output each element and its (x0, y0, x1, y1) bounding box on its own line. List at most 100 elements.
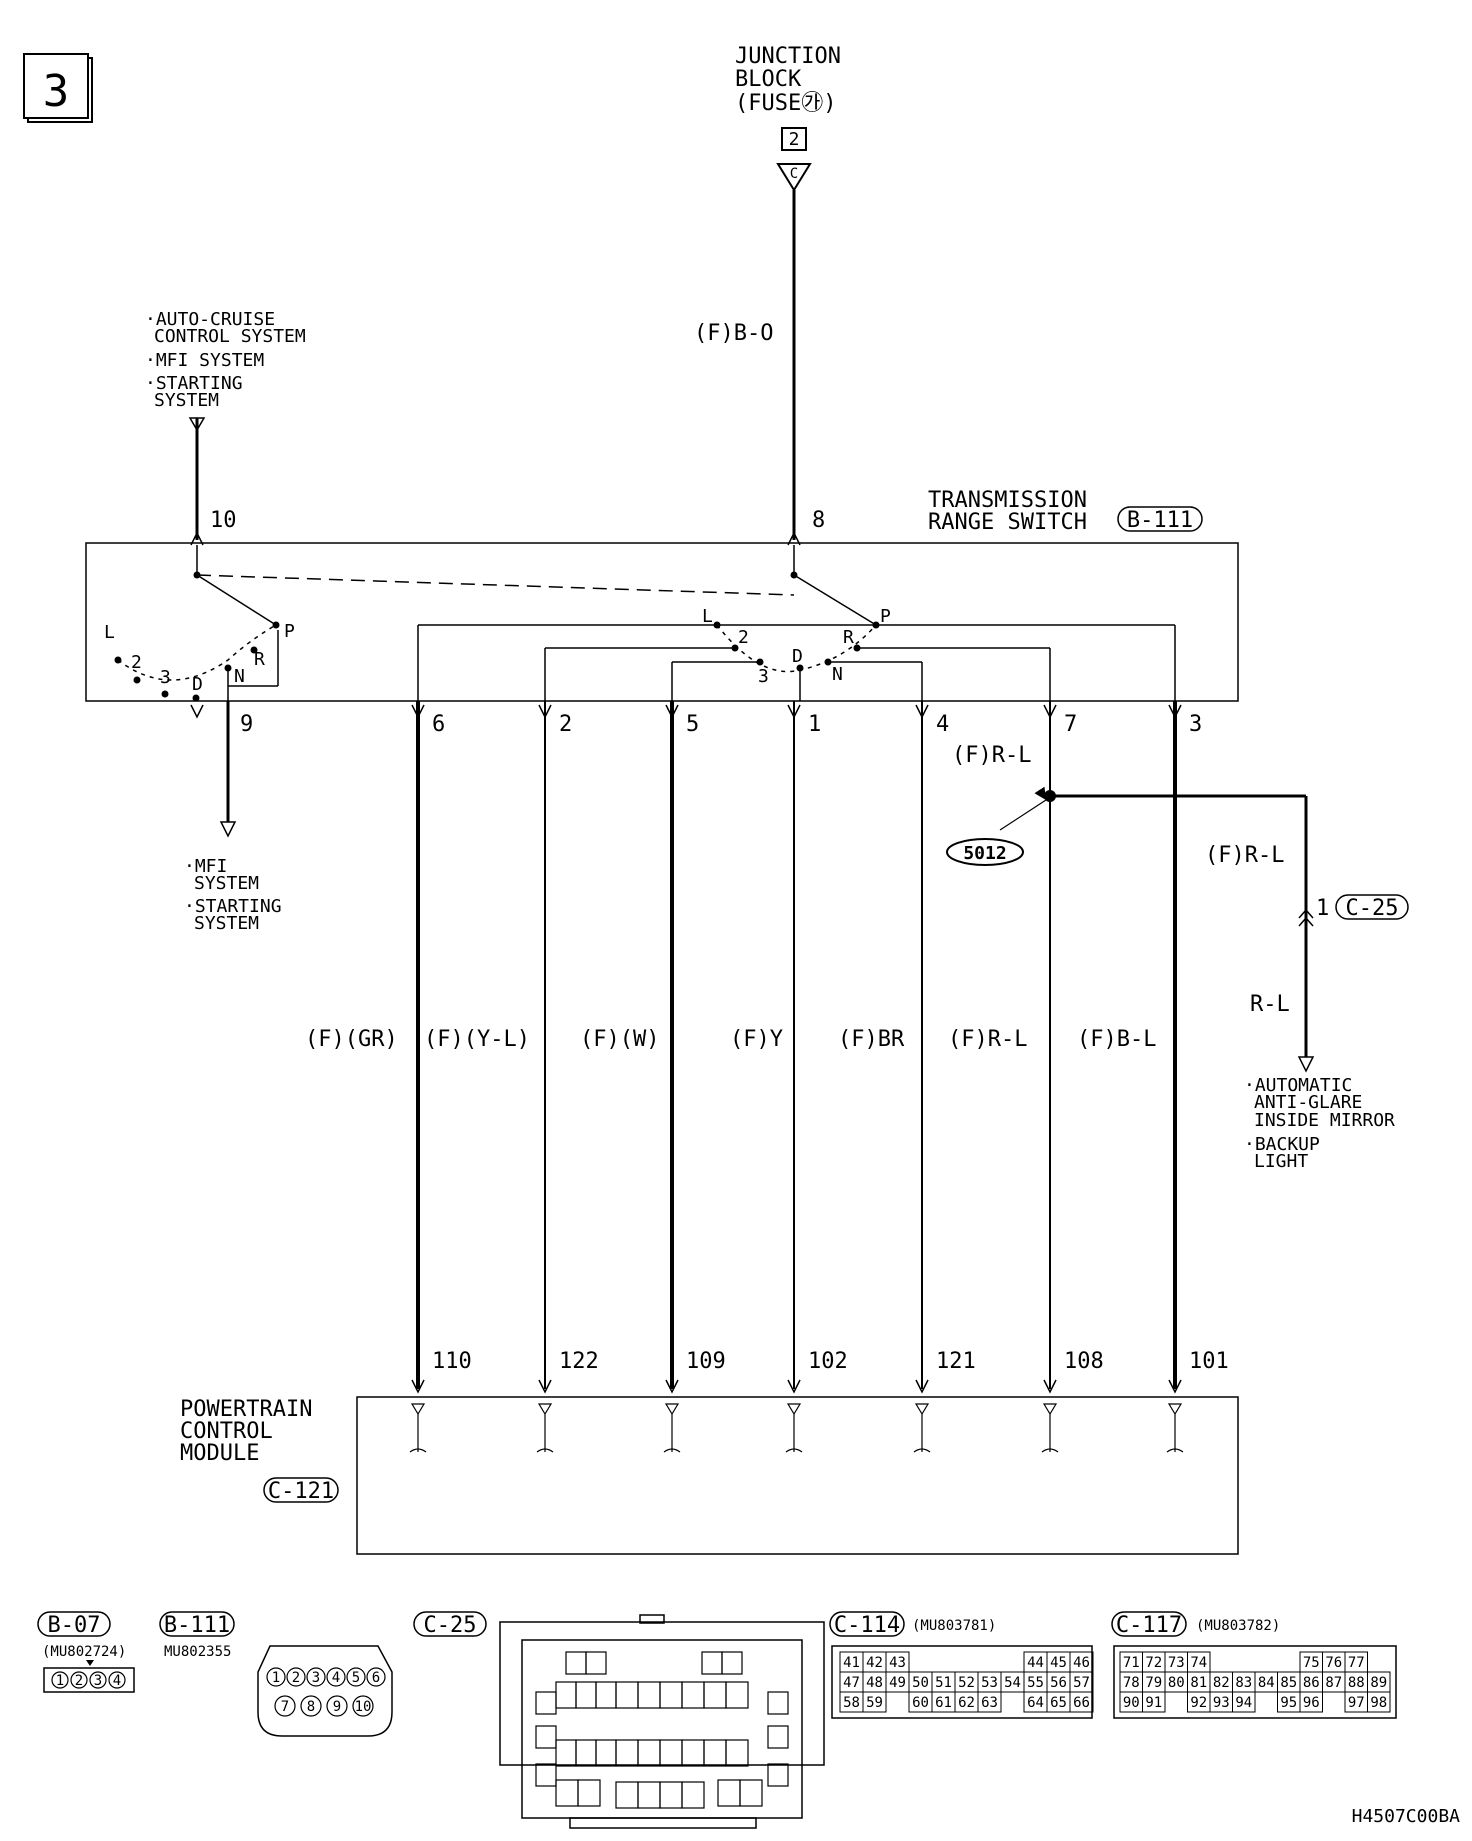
trs-title-2: RANGE SWITCH (928, 510, 1087, 535)
junction-block-label-1: JUNCTION (735, 44, 841, 69)
pin-label: 59 (866, 1695, 883, 1711)
footer-code: H4507C00BA (1352, 1806, 1461, 1827)
pin-label: 81 (1190, 1675, 1207, 1691)
pcm-label-1: POWERTRAIN (180, 1397, 312, 1422)
pin-label: 90 (1123, 1695, 1140, 1711)
pos-label: L (104, 622, 115, 643)
pin-label: 65 (1050, 1695, 1067, 1711)
pcm-pin-label: 109 (686, 1349, 726, 1374)
pin-label: 7 (281, 1699, 289, 1715)
arrow-icon (1297, 1056, 1315, 1073)
fuse-pin-box (781, 127, 807, 151)
connector-c25: C-25 (413, 1611, 825, 1829)
pin-label: 1 (56, 1673, 64, 1689)
pin-label: 85 (1280, 1675, 1297, 1691)
connector-name: B-07 (48, 1613, 101, 1638)
pcm-label-3: MODULE (180, 1441, 259, 1466)
target-text: ANTI-GLARE (1254, 1092, 1362, 1113)
pin-label: 9 (333, 1699, 341, 1715)
pin-label: 76 (1325, 1655, 1342, 1671)
pos-label: N (234, 666, 245, 687)
bottom-left-targets: ·MFI SYSTEM ·STARTING SYSTEM (184, 856, 282, 934)
connector-c-label: C (790, 166, 798, 182)
trs-connector-badge (1117, 506, 1203, 532)
pin-label: 96 (1303, 1695, 1320, 1711)
pin-label: 75 (1303, 1655, 1320, 1671)
wire-2: 2(F)(Y-L)122 (424, 701, 599, 1453)
target-text: ·STARTING (184, 896, 282, 917)
target-text: ·AUTO-CRUISE (145, 309, 275, 330)
pcm-pin-label: 108 (1064, 1349, 1104, 1374)
pos-label: D (192, 674, 203, 695)
connector-part: (MU803782) (1196, 1618, 1280, 1634)
pin-label: 79 (1145, 1675, 1162, 1691)
target-text: ·MFI SYSTEM (145, 350, 264, 371)
connector-c-icon (776, 163, 812, 192)
pin-label: 3 (94, 1673, 102, 1689)
fuse-pin-number: 2 (789, 129, 800, 150)
pin-label: 4 (113, 1673, 121, 1689)
pin-label: 94 (1235, 1695, 1252, 1711)
pin-label: 4 (332, 1670, 340, 1686)
connector-name: C-117 (1116, 1613, 1182, 1638)
pin-label: 60 (912, 1695, 929, 1711)
wire-color-label: (F)(W) (580, 1027, 659, 1052)
pos-label: 3 (160, 667, 171, 688)
target-text: SYSTEM (194, 873, 259, 894)
wires: 6(F)(GR)1102(F)(Y-L)1225(F)(W)1091(F)Y10… (305, 701, 1229, 1453)
pin-label: 93 (1213, 1695, 1230, 1711)
trs-pin-label: 2 (559, 712, 572, 737)
pos-label: D (792, 646, 803, 667)
pin-label: 50 (912, 1675, 929, 1691)
branch-right-wire: (F)R-L (1205, 843, 1284, 868)
pin-label: 86 (1303, 1675, 1320, 1691)
pin-label: 42 (866, 1655, 883, 1671)
pcm-pin-label: 102 (808, 1349, 848, 1374)
right-targets: ·AUTOMATIC ANTI-GLARE INSIDE MIRROR ·BAC… (1244, 1075, 1395, 1172)
pos-label: 2 (738, 627, 749, 648)
pin-label: 58 (843, 1695, 860, 1711)
pin-label: 91 (1145, 1695, 1162, 1711)
pin-label: 63 (981, 1695, 998, 1711)
pin-label: 87 (1325, 1675, 1342, 1691)
trs-pin-10: 10 (210, 508, 237, 533)
arrow-icon (219, 821, 237, 838)
branch-r-l: (F)R-L 5012 (F)R-L 1 C-25 R-L (946, 743, 1409, 1073)
pin-label: 57 (1073, 1675, 1090, 1691)
trs-pin-8: 8 (812, 508, 825, 533)
pin-label: 54 (1004, 1675, 1021, 1691)
branch-upper-wire: (F)R-L (952, 743, 1031, 768)
connector-part: MU802355 (164, 1644, 231, 1660)
pin (51, 1671, 69, 1689)
pin-label: 55 (1027, 1675, 1044, 1691)
pin (70, 1671, 88, 1689)
pin-label: 92 (1190, 1695, 1207, 1711)
connector-part: (MU803781) (912, 1618, 996, 1634)
target-text: ·AUTOMATIC (1244, 1075, 1352, 1096)
pin-label: 2 (75, 1673, 83, 1689)
pcm-pin-label: 101 (1189, 1349, 1229, 1374)
pin-label: 1 (272, 1670, 280, 1686)
junction-block-label-3: (FUSE㉮) (735, 91, 836, 116)
trs-pin-label: 5 (686, 712, 699, 737)
trs-pin-label: 6 (432, 712, 445, 737)
pos-label: P (284, 621, 295, 642)
pin-label: 47 (843, 1675, 860, 1691)
wire-color-label: (F)R-L (948, 1027, 1027, 1052)
pin-label: 56 (1050, 1675, 1067, 1691)
pos-label: 3 (758, 666, 769, 687)
pcm-label-2: CONTROL (180, 1419, 273, 1444)
pin-label: 97 (1348, 1695, 1365, 1711)
top-left-targets: ·AUTO-CRUISE CONTROL SYSTEM ·MFI SYSTEM … (145, 309, 306, 411)
pos-label: R (843, 627, 854, 648)
target-text: CONTROL SYSTEM (154, 326, 306, 347)
wire-6: 6(F)(GR)110 (305, 701, 472, 1453)
pin-label: 71 (1123, 1655, 1140, 1671)
pin-label: 41 (843, 1655, 860, 1671)
pin-label: 61 (935, 1695, 952, 1711)
